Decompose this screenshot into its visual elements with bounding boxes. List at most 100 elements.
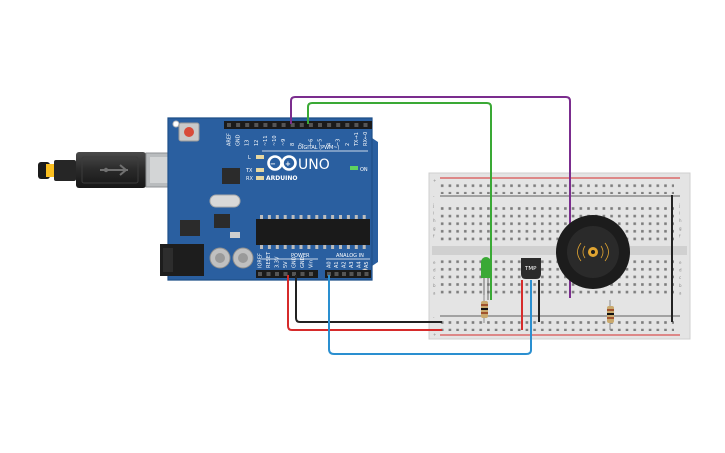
digital-pin-label: ~9 (281, 139, 287, 146)
digital-pin-hole[interactable] (345, 123, 350, 127)
rx-label: RX (246, 176, 253, 182)
digital-header-label: DIGITAL (PWM~) (298, 145, 340, 151)
power-pin-label: 5V (283, 261, 289, 268)
digital-pin-hole[interactable] (272, 123, 277, 127)
row-letter: d (679, 268, 682, 273)
wire-purple (290, 96, 571, 298)
power-pin-hole[interactable] (266, 272, 271, 276)
row-letter: j (678, 203, 680, 208)
analog-pin-hole[interactable] (334, 272, 339, 276)
row-letter: d (433, 268, 436, 273)
power-pin-label: IOREF (258, 253, 264, 268)
crystal-oscillator (209, 194, 241, 208)
analog-pin-hole[interactable] (342, 272, 346, 276)
svg-text:+: + (285, 160, 291, 168)
digital-pin-label: TX→1 (354, 132, 360, 147)
analog-pin-hole[interactable] (349, 272, 354, 276)
digital-pin-label: ~10 (272, 135, 278, 146)
digital-pin-hole[interactable] (308, 123, 313, 127)
arduino-logo: − + (267, 155, 297, 171)
power-pin-hole[interactable] (258, 272, 262, 276)
wire-green (307, 102, 492, 300)
wire-black (295, 275, 442, 323)
svg-text:−: − (270, 160, 276, 168)
row-letter: h (433, 218, 436, 223)
board-brand: ARDUINO (266, 175, 297, 182)
piezo-buzzer (556, 215, 630, 289)
digital-pin-label: 13 (245, 140, 251, 146)
digital-pin-hole[interactable] (245, 123, 250, 127)
analog-pin-label: A2 (342, 261, 348, 268)
atmega-chip (256, 219, 370, 245)
power-pin-hole[interactable] (309, 272, 313, 276)
row-letter: a (679, 290, 682, 295)
row-letter: e (679, 260, 682, 265)
row-letter: g (679, 226, 682, 231)
power-led (350, 166, 358, 170)
row-letter: f (679, 233, 681, 238)
power-pin-label: GND (300, 256, 306, 268)
digital-pin-label: AREF (227, 133, 233, 146)
digital-pin-label: 8 (290, 143, 296, 146)
digital-pin-hole[interactable] (254, 123, 259, 127)
analog-pin-label: A5 (364, 261, 370, 268)
digital-pin-hole[interactable] (227, 123, 231, 127)
resistor-led (481, 295, 488, 323)
digital-pin-holes (227, 123, 368, 127)
digital-pin-hole[interactable] (327, 123, 332, 127)
wires (287, 96, 673, 355)
analog-pin-label: A4 (357, 261, 363, 268)
rail-plus-bottom: + (433, 332, 436, 337)
wire-red (287, 275, 442, 331)
digital-pin-label: ~3 (336, 139, 342, 146)
digital-pin-label: ~5 (318, 139, 324, 146)
power-pin-hole[interactable] (292, 272, 296, 276)
power-pin-hole[interactable] (283, 272, 288, 276)
digital-pin-label: ~11 (263, 135, 269, 146)
power-pin-label: GND (292, 256, 298, 268)
digital-pin-hole[interactable] (236, 123, 241, 127)
sensor-label: TMP (524, 266, 537, 272)
row-letter: g (433, 226, 436, 231)
power-label: POWER (291, 253, 310, 259)
digital-pin-hole[interactable] (290, 123, 295, 127)
resistor-buzzer (607, 300, 614, 330)
power-pin-hole[interactable] (300, 272, 305, 276)
voltage-regulator (180, 220, 200, 236)
rail-minus-bottom: - (433, 315, 435, 320)
power-pin-hole[interactable] (275, 272, 279, 276)
power-pin-label: Vin (309, 260, 315, 268)
usb-chip (222, 168, 240, 184)
digital-pin-hole[interactable] (354, 123, 359, 127)
row-letter: c (679, 275, 681, 280)
analog-label: ANALOG IN (336, 253, 364, 259)
row-letter: h (679, 218, 682, 223)
analog-header[interactable] (325, 270, 371, 278)
digital-pin-hole[interactable] (336, 123, 341, 127)
row-letter: i (679, 211, 680, 216)
wire-blue (328, 275, 532, 355)
digital-pin-hole[interactable] (363, 123, 368, 127)
digital-pin-hole[interactable] (318, 123, 322, 127)
digital-pin-label: 2 (345, 143, 351, 146)
digital-pin-hole[interactable] (281, 123, 286, 127)
digital-pin-hole[interactable] (263, 123, 268, 127)
digital-pin-hole[interactable] (299, 123, 304, 127)
row-letter: b (433, 283, 436, 288)
rail-minus-top: - (433, 194, 435, 199)
analog-pin-hole[interactable] (357, 272, 361, 276)
board-model: UNO (298, 157, 330, 173)
analog-pin-hole[interactable] (364, 272, 369, 276)
digital-header[interactable] (224, 121, 372, 129)
row-letter: b (679, 283, 682, 288)
temperature-sensor: TMP (521, 258, 541, 279)
row-letter: a (433, 290, 436, 295)
analog-pin-hole[interactable] (327, 272, 331, 276)
analog-pin-label: A0 (327, 261, 333, 268)
digital-pin-label: 7 (299, 143, 305, 146)
